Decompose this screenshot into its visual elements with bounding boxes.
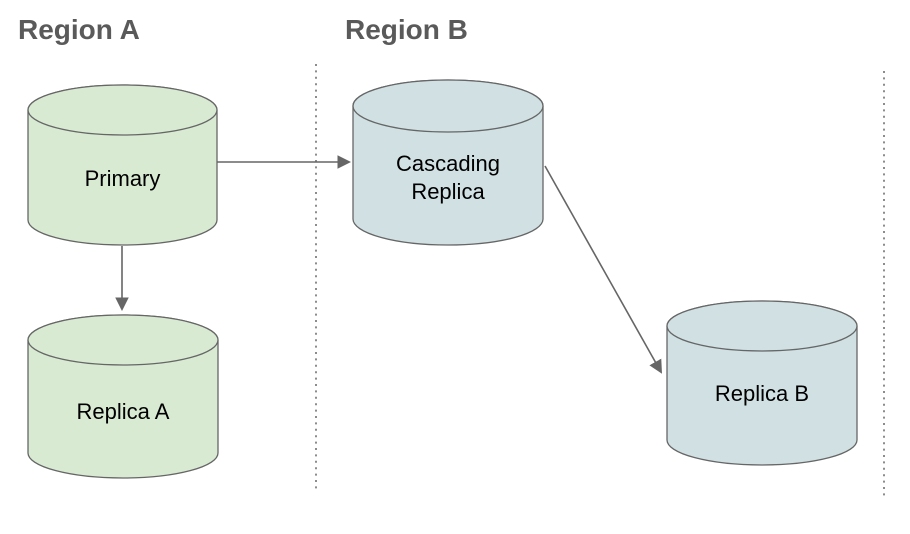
node-replica-a-database: Replica A	[27, 314, 219, 479]
region-a-title: Region A	[18, 14, 140, 45]
replica-b-cylinder-top	[666, 300, 858, 352]
cascading-replica-cylinder-top	[352, 79, 544, 133]
replica-a-label: Replica A	[77, 399, 170, 424]
edge-cascading-replica-to-replica-b	[544, 165, 663, 374]
node-replica-b-database: Replica B	[666, 300, 858, 466]
primary-label: Primary	[85, 166, 161, 191]
cascading-replica-label-line2: Replica	[411, 179, 485, 204]
region-b-title: Region B	[345, 14, 468, 45]
replica-a-cylinder-top	[27, 314, 219, 366]
primary-cylinder-top	[27, 84, 218, 136]
cascading-replica-label-line1: Cascading	[396, 151, 500, 176]
replica-b-label: Replica B	[715, 381, 809, 406]
node-primary-database: Primary	[27, 84, 218, 246]
node-cascading-replica-database: Cascading Replica	[352, 79, 544, 246]
